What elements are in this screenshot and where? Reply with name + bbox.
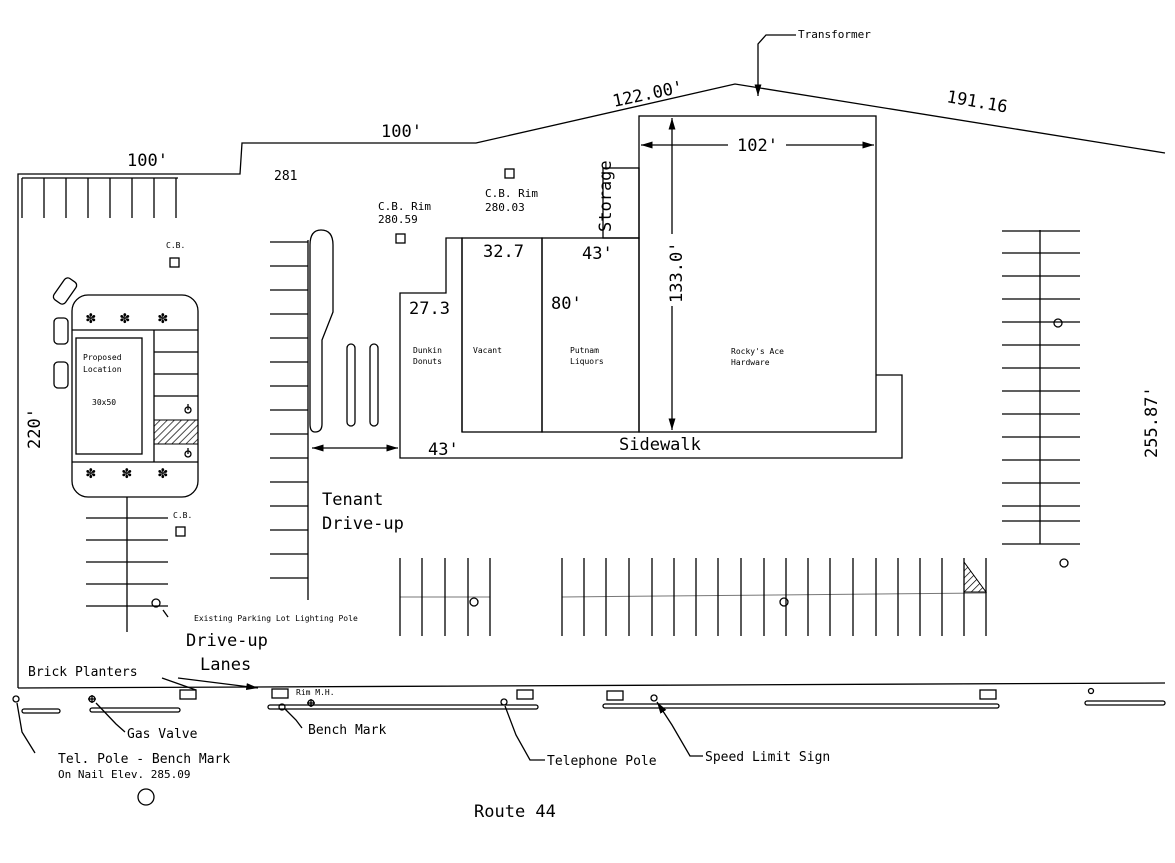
brick-planters-label: Brick Planters xyxy=(28,665,138,680)
tenant-drive-line1: Tenant xyxy=(322,490,383,510)
tenant-putnam-line2: Liquors xyxy=(570,357,604,366)
dim-angle-top: 122.00' xyxy=(611,77,685,111)
dim-hardware-width: 102' xyxy=(737,136,778,156)
road-edge xyxy=(17,682,1166,689)
bench-mark-label: Bench Mark xyxy=(308,723,386,738)
drive-lanes-line2: Lanes xyxy=(200,655,251,675)
parking-stalls-top-left xyxy=(21,177,178,218)
dim-mid-top: 100' xyxy=(381,122,422,142)
cb-rim-1-title: C.B. Rim xyxy=(378,200,431,213)
utility-pole-icon xyxy=(12,687,1095,806)
catch-basin-icon xyxy=(169,168,515,537)
dim-drive-width: 43' xyxy=(428,440,459,460)
svg-text:✽: ✽ xyxy=(120,308,130,327)
tenant-dunkin-line2: Donuts xyxy=(413,357,442,366)
tenant-rockys-line2: Hardware xyxy=(731,358,770,367)
curb-island xyxy=(369,343,379,427)
dimension-lines xyxy=(312,117,874,452)
storage-label: Storage xyxy=(596,160,616,232)
dim-dunkin-depth: 27.3 xyxy=(409,299,450,319)
cb-rim-2-value: 280.03 xyxy=(485,201,525,214)
tenant-putnam-line1: Putnam xyxy=(570,346,599,355)
vacant-unit xyxy=(461,237,543,433)
tenant-vacant: Vacant xyxy=(473,346,502,355)
svg-text:✽: ✽ xyxy=(86,308,96,327)
shrub-icon: ✽ ✽ ✽ ✽ ✽ ✽ xyxy=(86,308,168,482)
parking-stalls-bottom-b xyxy=(561,558,987,636)
dim-vacant-depth: 32.7 xyxy=(483,242,524,262)
cb-rim-1-value: 280.59 xyxy=(378,213,418,226)
dunkin-donuts-unit xyxy=(399,237,463,432)
proposed-line2: Location xyxy=(83,365,122,374)
curb-island xyxy=(309,229,334,433)
sidewalk-outline xyxy=(399,374,903,459)
speed-limit-sign-label: Speed Limit Sign xyxy=(705,750,830,765)
svg-text:✽: ✽ xyxy=(158,463,168,482)
gas-valve-label: Gas Valve xyxy=(127,727,198,742)
lighting-pole-icon xyxy=(151,318,1069,608)
svg-text:✽: ✽ xyxy=(158,308,168,327)
parking-stalls-center xyxy=(270,240,309,600)
dim-right-side: 255.87' xyxy=(1142,386,1162,458)
dim-left-top: 100' xyxy=(127,151,168,171)
tenant-rockys-line1: Rocky's Ace xyxy=(731,347,784,356)
putnam-liquors-unit xyxy=(541,237,640,433)
curb-island xyxy=(346,343,356,427)
parking-stalls-drive-up xyxy=(86,497,168,632)
elevation-281: 281 xyxy=(274,169,297,184)
nail-elevation-label: On Nail Elev. 285.09 xyxy=(58,768,190,781)
proposed-size: 30x50 xyxy=(92,398,116,407)
dim-liquor-depth: 80' xyxy=(551,294,582,314)
dim-hardware-depth: 133.0' xyxy=(667,242,687,303)
car-icon xyxy=(52,277,78,389)
cb-label-b: C.B. xyxy=(173,511,192,520)
sidewalk-label: Sidewalk xyxy=(619,435,701,455)
proposed-building xyxy=(75,337,143,455)
proposed-line1: Proposed xyxy=(83,353,122,362)
property-boundary xyxy=(17,83,1166,688)
svg-text:✽: ✽ xyxy=(86,463,96,482)
tenant-dunkin-line1: Dunkin xyxy=(413,346,442,355)
cb-label-a: C.B. xyxy=(166,241,185,250)
tenant-drive-line2: Drive-up xyxy=(322,514,404,534)
route-label: Route 44 xyxy=(474,802,556,822)
hatched-area xyxy=(153,419,199,445)
svg-text:✽: ✽ xyxy=(122,463,132,482)
lighting-pole-label: Existing Parking Lot Lighting Pole xyxy=(194,614,358,623)
road-curbs xyxy=(21,700,1166,714)
rim-mh-label: Rim M.H. xyxy=(296,688,335,697)
brick-planter-icon xyxy=(179,688,997,701)
telephone-pole-label: Telephone Pole xyxy=(547,754,657,769)
transformer-label: Transformer xyxy=(798,28,871,41)
cb-rim-2-title: C.B. Rim xyxy=(485,187,538,200)
parking-stalls-bottom-a xyxy=(399,558,491,636)
drive-lanes-line1: Drive-up xyxy=(186,631,268,651)
dim-left-side: 220' xyxy=(25,408,45,449)
proposed-island xyxy=(71,294,199,498)
valve-icon xyxy=(88,695,315,707)
dim-right-top: 191.16 xyxy=(945,87,1009,117)
tel-pole-bench-mark-label: Tel. Pole - Bench Mark xyxy=(58,752,230,767)
meter-icon xyxy=(184,404,192,458)
parking-stalls-right xyxy=(1002,230,1080,545)
building xyxy=(399,115,877,433)
dim-liquor-width: 43' xyxy=(582,244,613,264)
leader-lines xyxy=(16,34,796,761)
